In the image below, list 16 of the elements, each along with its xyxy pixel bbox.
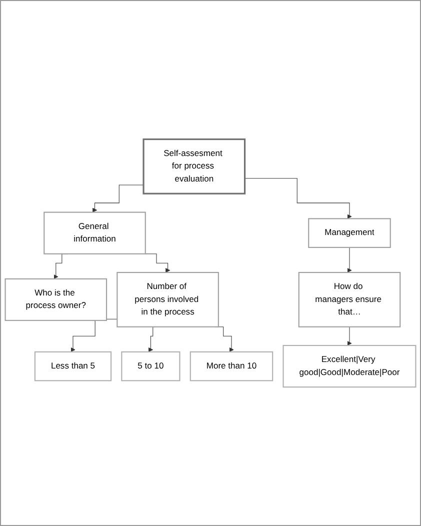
arrow [347, 247, 352, 273]
arrow [244, 178, 352, 219]
node-box: Excellent|Very good|Good|Moderate|Poor [282, 344, 416, 388]
node-box: Who is the process owner? [4, 278, 108, 321]
node-box: Self-assesment for process evaluation [142, 138, 246, 194]
arrow [148, 326, 156, 352]
node-box: Management [308, 218, 391, 248]
arrow [144, 253, 170, 273]
node-box: Number of persons involved in the process [116, 272, 219, 328]
arrow [347, 326, 352, 346]
node-box: General information [44, 212, 146, 254]
node-box: 5 to 10 [121, 351, 180, 382]
node-box: More than 10 [190, 351, 274, 382]
arrow [92, 184, 144, 212]
node-box: Less than 5 [34, 351, 112, 382]
node-box: How do managers ensure that… [298, 272, 401, 328]
